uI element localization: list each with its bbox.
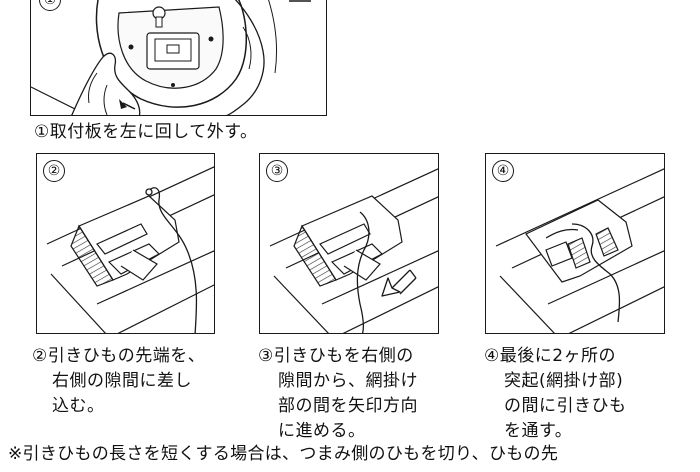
step-3-caption: ③引きひもを右側の 隙間から、網掛け 部の間を矢印方向 に進める。 [258, 344, 418, 444]
step-4-caption: ④最後に2ヶ所の 突起(網掛け部) の間に引きひも を通す。 [484, 344, 627, 444]
step-2-number-badge: ② [43, 160, 65, 182]
step-3-caption-line-3: 部の間を矢印方向 [278, 396, 418, 416]
step4-illustration: ④ [485, 153, 665, 334]
step-3-caption-line-2: 隙間から、網掛け [278, 371, 418, 391]
step-1-caption-line: ①取付板を左に回して外す。 [34, 122, 258, 142]
step-3-caption-line-1: ③引きひもを右側の [258, 346, 414, 366]
step3-illustration: ③ [259, 153, 439, 334]
step-4-caption-line-2: 突起(網掛け部) [504, 371, 624, 391]
cord-insert-into-right-gap-drawing [46, 166, 214, 333]
cord-between-two-protrusions-drawing [495, 168, 664, 333]
step-4-caption-line-1: ④最後に2ヶ所の [484, 346, 617, 366]
step-2-caption-line-3: 込む。 [52, 396, 105, 416]
step-3-number-badge: ③ [266, 160, 288, 182]
step-4-caption-line-4: を通す。 [504, 421, 573, 441]
step2-illustration: ② [36, 153, 215, 334]
step-2-caption: ②引きひもの先端を、 右側の隙間に差し 込む。 [32, 344, 205, 419]
cord-through-hatched-gap-arrow-drawing [269, 168, 438, 333]
step-2-caption-line-2: 右側の隙間に差し [52, 371, 192, 391]
step-1-caption: ①取付板を左に回して外す。 [34, 120, 258, 145]
step-2-caption-line-1: ②引きひもの先端を、 [32, 346, 206, 366]
step-4-number-badge: ④ [492, 160, 514, 182]
hands-rotating-mount-plate-drawing [31, 0, 311, 115]
step-3-caption-line-4: に進める。 [278, 421, 366, 441]
step1-illustration: ① [30, 0, 327, 116]
footnote: ※引きひもの長さを短くする場合は、つまみ側のひもを切り、ひもの先 [8, 444, 559, 464]
step-4-caption-line-3: の間に引きひも [504, 396, 627, 416]
